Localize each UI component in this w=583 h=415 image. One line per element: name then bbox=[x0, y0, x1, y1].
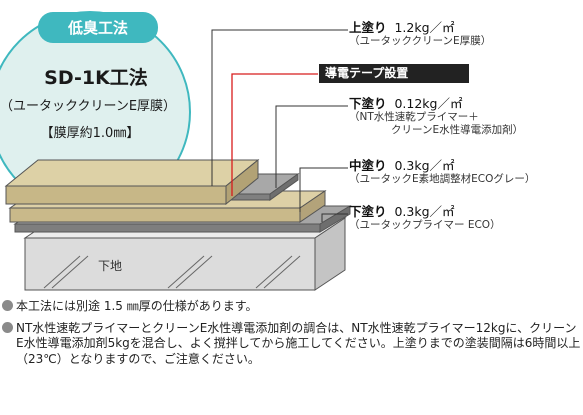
note-text: 本工法には別途 1.5 ㎜厚の仕様があります。 bbox=[16, 299, 258, 313]
layer-desc: （ユータックプライマー ECO） bbox=[349, 219, 501, 231]
bullet-icon bbox=[2, 300, 13, 311]
layer-diagram: 低臭工法 SD-1K工法 （ユータッククリーンE厚膜） 【膜厚約1.0㎜】 下地 bbox=[0, 11, 352, 291]
layer-desc: （NT水性速乾プライマー＋ bbox=[349, 111, 479, 123]
bullet-icon bbox=[2, 321, 13, 333]
badge-title: 低臭工法 bbox=[67, 19, 128, 37]
leader-line-base-adjustment bbox=[299, 167, 348, 212]
leader-line-conductive-tape bbox=[231, 73, 318, 196]
leader-line-conductive-primer bbox=[275, 105, 348, 188]
method-thickness: 【膜厚約1.0㎜】 bbox=[41, 126, 140, 141]
layer-name: 下塗り bbox=[349, 96, 387, 111]
layer-amount: 0.3kg／㎡ bbox=[394, 158, 455, 173]
top-coat-layer bbox=[4, 158, 260, 206]
layer-desc: （ユータッククリーンE厚膜） bbox=[349, 35, 492, 47]
layer-amount: 0.3kg／㎡ bbox=[394, 204, 455, 219]
notes-list: 本工法には別途 1.5 ㎜厚の仕様があります。 NT水性速乾プライマーとクリーン… bbox=[2, 299, 582, 373]
conductive-tape-tag: 導電テープ設置 bbox=[319, 64, 469, 83]
note-item: NT水性速乾プライマーとクリーンE水性導電添加剤の調合は、NT水性速乾プライマー… bbox=[2, 321, 582, 368]
layer-name: 中塗り bbox=[349, 158, 387, 173]
layer-desc-2: クリーンE水性導電添加剤） bbox=[391, 124, 524, 136]
layer-label-top-coat: 上塗り 1.2kg／㎡ （ユータッククリーンE厚膜） bbox=[349, 20, 491, 48]
layer-label-conductive-primer: 下塗り 0.12kg／㎡ （NT水性速乾プライマー＋ クリーンE水性導電添加剤） bbox=[349, 96, 523, 137]
layer-amount: 1.2kg／㎡ bbox=[394, 20, 455, 35]
leader-line-primer bbox=[321, 213, 348, 222]
leader-line-top-coat bbox=[211, 29, 348, 186]
layer-name: 下塗り bbox=[349, 204, 387, 219]
note-item: 本工法には別途 1.5 ㎜厚の仕様があります。 bbox=[2, 299, 582, 315]
method-name: SD-1K工法 bbox=[44, 66, 148, 89]
note-text: NT水性速乾プライマーとクリーンE水性導電添加剤の調合は、NT水性速乾プライマー… bbox=[16, 320, 581, 366]
layer-label-primer: 下塗り 0.3kg／㎡ （ユータックプライマー ECO） bbox=[349, 204, 501, 232]
layer-label-base-adjustment: 中塗り 0.3kg／㎡ （ユータックE素地調整材ECOグレー） bbox=[349, 158, 535, 186]
method-product: （ユータッククリーンE厚膜） bbox=[0, 99, 176, 114]
method-badge bbox=[38, 12, 158, 43]
substrate-label: 下地 bbox=[98, 259, 122, 273]
layer-name: 上塗り bbox=[349, 20, 387, 35]
layer-amount: 0.12kg／㎡ bbox=[394, 96, 463, 111]
layer-desc: （ユータックE素地調整材ECOグレー） bbox=[349, 173, 536, 185]
